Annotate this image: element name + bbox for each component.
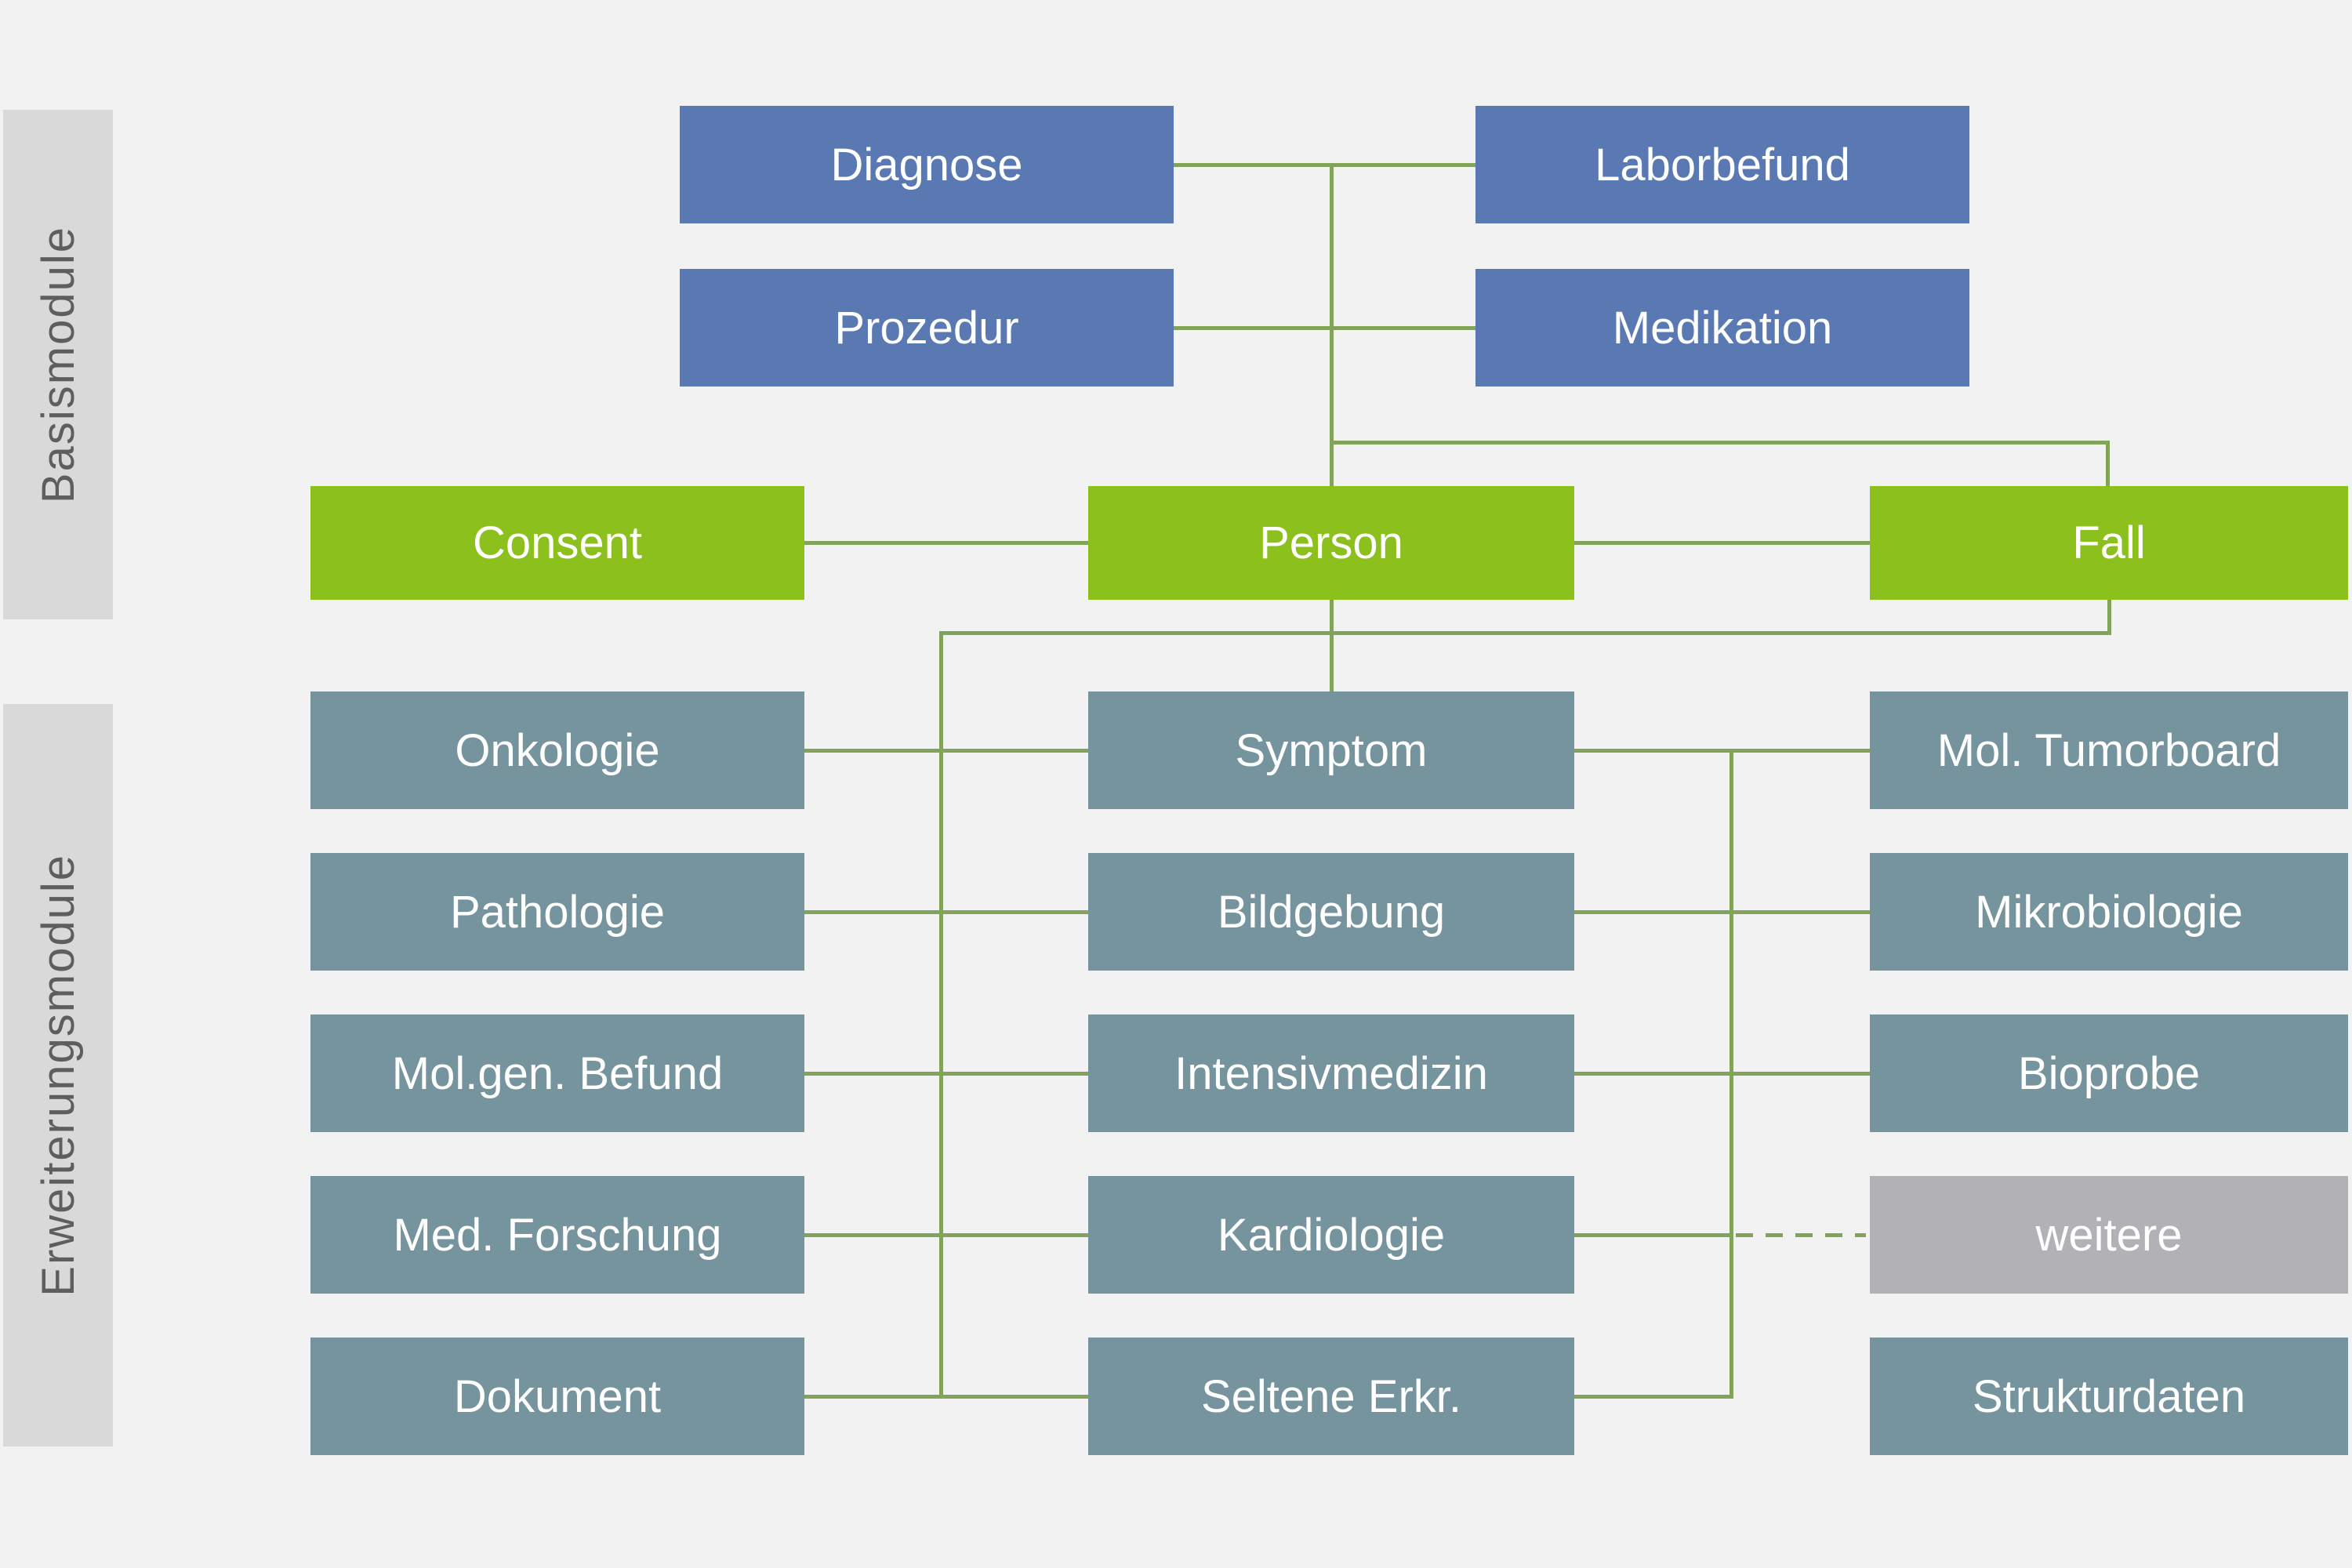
node-mol-tumorboard: Mol. Tumorboard — [1870, 691, 2348, 809]
node-intensivmedizin: Intensivmedizin — [1088, 1014, 1574, 1132]
node-pathologie: Pathologie — [310, 853, 804, 971]
node-fall: Fall — [1870, 486, 2348, 600]
connector-line — [941, 630, 2109, 635]
node-laborbefund: Laborbefund — [1475, 106, 1969, 223]
node-strukturdaten: Strukturdaten — [1870, 1338, 2348, 1455]
connector-line — [2105, 440, 2110, 488]
connector-line — [804, 1394, 1088, 1399]
node-med-forschung: Med. Forschung — [310, 1176, 804, 1294]
node-medikation: Medikation — [1475, 269, 1969, 387]
connector-line — [1329, 597, 1334, 694]
connector-line — [804, 1071, 1088, 1076]
dashed-connector-line — [1736, 1232, 1866, 1237]
sidebar-erweiterungsmodule: Erweiterungsmodule — [3, 704, 113, 1446]
connector-line — [1329, 162, 1334, 488]
basismodule-label: Basismodule — [32, 225, 84, 504]
node-prozedur: Prozedur — [680, 269, 1174, 387]
sidebar-basismodule: Basismodule — [3, 110, 113, 619]
node-dokument: Dokument — [310, 1338, 804, 1455]
node-diagnose: Diagnose — [680, 106, 1174, 223]
connector-line — [1729, 748, 1733, 1399]
erweiterungsmodule-label: Erweiterungsmodule — [32, 854, 84, 1297]
connector-line — [804, 909, 1088, 914]
connector-line — [804, 1232, 1088, 1237]
connector-line — [2107, 597, 2111, 635]
node-bioprobe: Bioprobe — [1870, 1014, 2348, 1132]
node-onkologie: Onkologie — [310, 691, 804, 809]
connector-line — [804, 540, 1088, 545]
connector-line — [938, 630, 943, 1399]
connector-line — [804, 748, 1088, 753]
connector-line — [1574, 1232, 1731, 1237]
node-weitere: weitere — [1870, 1176, 2348, 1294]
node-seltene-erkr: Seltene Erkr. — [1088, 1338, 1574, 1455]
connector-line — [1574, 909, 1870, 914]
connector-line — [1574, 540, 1870, 545]
connector-line — [1174, 325, 1475, 330]
connector-line — [1574, 748, 1870, 753]
node-mikrobiologie: Mikrobiologie — [1870, 853, 2348, 971]
node-symptom: Symptom — [1088, 691, 1574, 809]
connector-line — [1331, 440, 2107, 445]
connector-line — [1574, 1071, 1870, 1076]
node-kardiologie: Kardiologie — [1088, 1176, 1574, 1294]
node-person: Person — [1088, 486, 1574, 600]
node-bildgebung: Bildgebung — [1088, 853, 1574, 971]
connector-line — [1174, 162, 1475, 167]
connector-line — [1574, 1394, 1733, 1399]
node-molgen-befund: Mol.gen. Befund — [310, 1014, 804, 1132]
node-consent: Consent — [310, 486, 804, 600]
